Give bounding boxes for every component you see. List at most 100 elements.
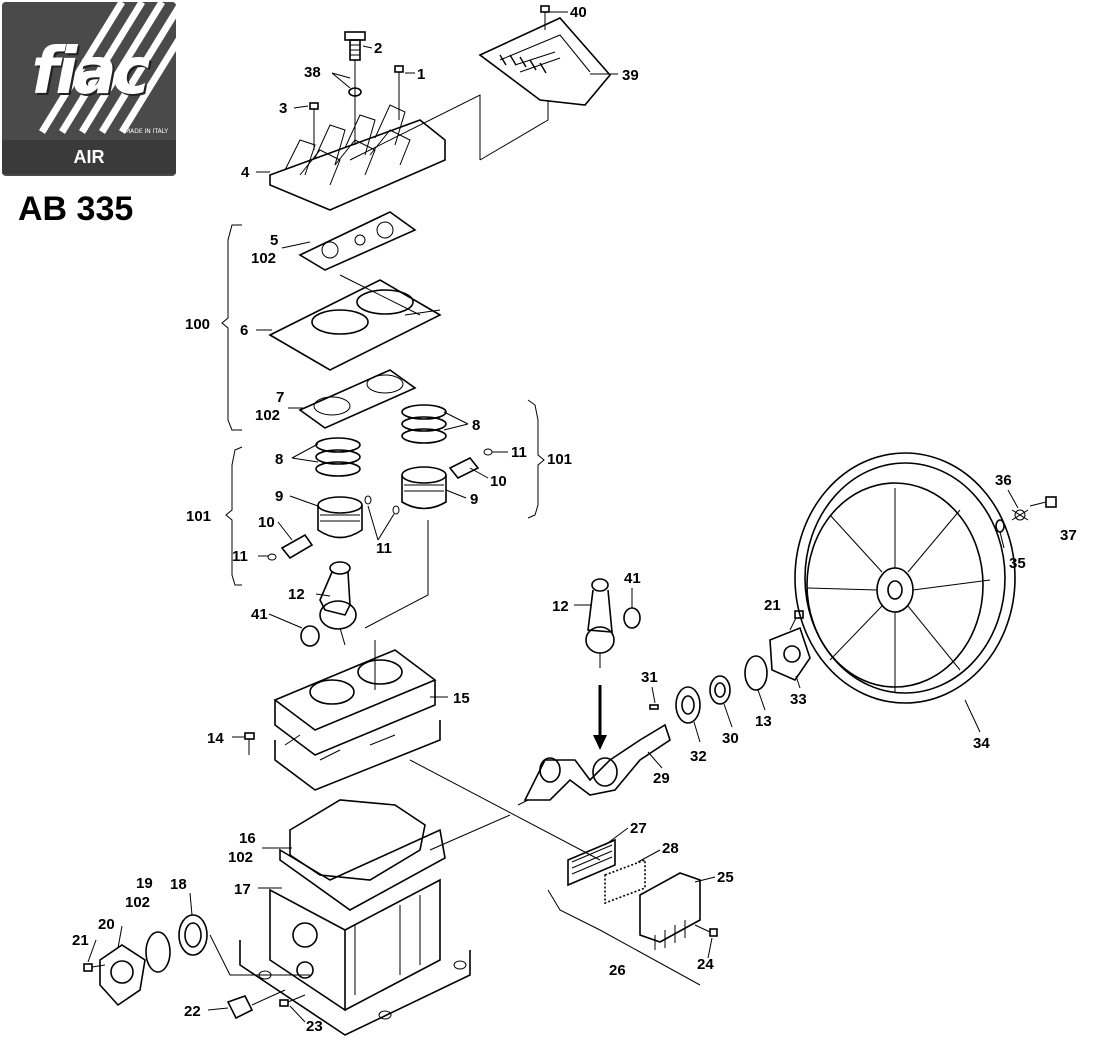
callout-13: 13 [755, 713, 772, 730]
callout-22: 22 [184, 1003, 201, 1020]
part-24-screw [694, 924, 718, 937]
callout-28: 28 [662, 840, 679, 857]
callout-100: 100 [185, 316, 210, 333]
part-28-filter-element [604, 858, 646, 905]
callout-102-d: 102 [125, 894, 150, 911]
callout-101-left: 101 [186, 508, 211, 525]
callout-4: 4 [241, 164, 250, 181]
callout-36: 36 [995, 472, 1012, 489]
callout-10-left: 10 [258, 514, 275, 531]
callout-12-left: 12 [288, 586, 305, 603]
callout-30: 30 [722, 730, 739, 747]
part-6-valve-plate [268, 274, 442, 371]
callout-8-left: 8 [275, 451, 283, 468]
callout-31: 31 [641, 669, 658, 686]
callout-102-b: 102 [255, 407, 280, 424]
callout-102-a: 102 [251, 250, 276, 267]
callout-39: 39 [622, 67, 639, 84]
callout-11-a: 11 [511, 444, 527, 461]
part-41-clip-right [623, 607, 641, 629]
model-title: AB 335 [18, 190, 134, 228]
callout-29: 29 [653, 770, 670, 787]
callout-9-left: 9 [275, 488, 283, 505]
bracket-26 [547, 889, 701, 986]
part-32-bearing [675, 686, 701, 724]
part-8-rings-right [401, 404, 447, 444]
leader-lines [87, 11, 1019, 1023]
part-31-key [649, 704, 659, 710]
part-9-piston-left [317, 496, 363, 539]
part-3-screw [309, 102, 319, 150]
part-11-clip-a [267, 553, 277, 561]
callout-26: 26 [609, 962, 626, 979]
part-27-filter-cover [567, 838, 616, 887]
callout-38: 38 [304, 64, 321, 81]
callout-18: 18 [170, 876, 187, 893]
part-10-pin-left [280, 533, 314, 560]
part-23-screw [279, 994, 306, 1007]
part-21-screw-left [83, 963, 106, 972]
callout-8-right: 8 [472, 417, 480, 434]
callout-37: 37 [1060, 527, 1077, 544]
callout-40: 40 [570, 4, 587, 21]
callout-21-left: 21 [72, 932, 89, 949]
part-35-washer [995, 519, 1005, 533]
part-29-crankshaft [517, 723, 671, 806]
callout-27: 27 [630, 820, 647, 837]
callout-23: 23 [306, 1018, 323, 1035]
part-9-piston-right [401, 466, 447, 510]
part-14-screw [244, 732, 255, 755]
part-12-conrod-right [585, 578, 615, 668]
part-25-filter-housing [639, 872, 701, 950]
callout-24: 24 [697, 956, 714, 973]
callout-21-right: 21 [764, 597, 781, 614]
callout-32: 32 [690, 748, 707, 765]
callout-15: 15 [453, 690, 470, 707]
callout-41-left: 41 [251, 606, 268, 623]
callout-9-right: 9 [470, 491, 478, 508]
callout-101-right: 101 [547, 451, 572, 468]
callout-17: 17 [234, 881, 251, 898]
fiac-logo: fiac MADE IN ITALY AIR COMPRESSORS [2, 2, 176, 176]
down-arrow-icon [593, 685, 607, 750]
part-12-conrod-left [319, 561, 357, 646]
part-34-pulley [794, 452, 1016, 704]
callout-6: 6 [240, 322, 248, 339]
part-11-clip-b [364, 495, 372, 505]
callout-7: 7 [276, 389, 284, 406]
part-11-clip-c [392, 505, 400, 515]
part-11-clip-d [483, 448, 493, 456]
part-22-plug [226, 989, 286, 1020]
part-2-plug [344, 31, 366, 61]
callout-1: 1 [417, 66, 425, 83]
callout-3: 3 [279, 100, 287, 117]
part-13-oring [744, 655, 768, 691]
part-7-gasket [298, 369, 417, 429]
made-in-label: MADE IN ITALY [124, 128, 168, 135]
callout-11-b: 11 [232, 548, 248, 565]
part-4-head [269, 104, 446, 211]
part-36-lockwasher [1011, 509, 1029, 521]
logo-subtitle: AIR COMPRESSORS [2, 140, 176, 174]
callout-labels: 40 2 38 1 39 3 4 5 102 100 6 7 102 8 8 1… [72, 4, 1077, 1035]
callout-5: 5 [270, 232, 278, 249]
bracket-101-right [527, 399, 545, 519]
part-37-bolt [1029, 496, 1057, 508]
part-19-oring [145, 931, 171, 973]
callout-41-right: 41 [624, 570, 641, 587]
fiac-stripes-logo [2, 2, 176, 134]
callout-10-right: 10 [490, 473, 507, 490]
callout-14: 14 [207, 730, 224, 747]
part-39-cover [478, 17, 612, 106]
callout-12-right: 12 [552, 598, 569, 615]
callout-19: 19 [136, 875, 153, 892]
part-8-rings-left [315, 437, 361, 477]
part-1-screw [394, 65, 404, 120]
bracket-100 [221, 224, 242, 431]
part-15-cylinder [273, 649, 441, 791]
part-17-crankcase [239, 828, 471, 1036]
part-33-flange [769, 626, 811, 681]
callout-35: 35 [1009, 555, 1026, 572]
part-20-cover [99, 944, 146, 1007]
